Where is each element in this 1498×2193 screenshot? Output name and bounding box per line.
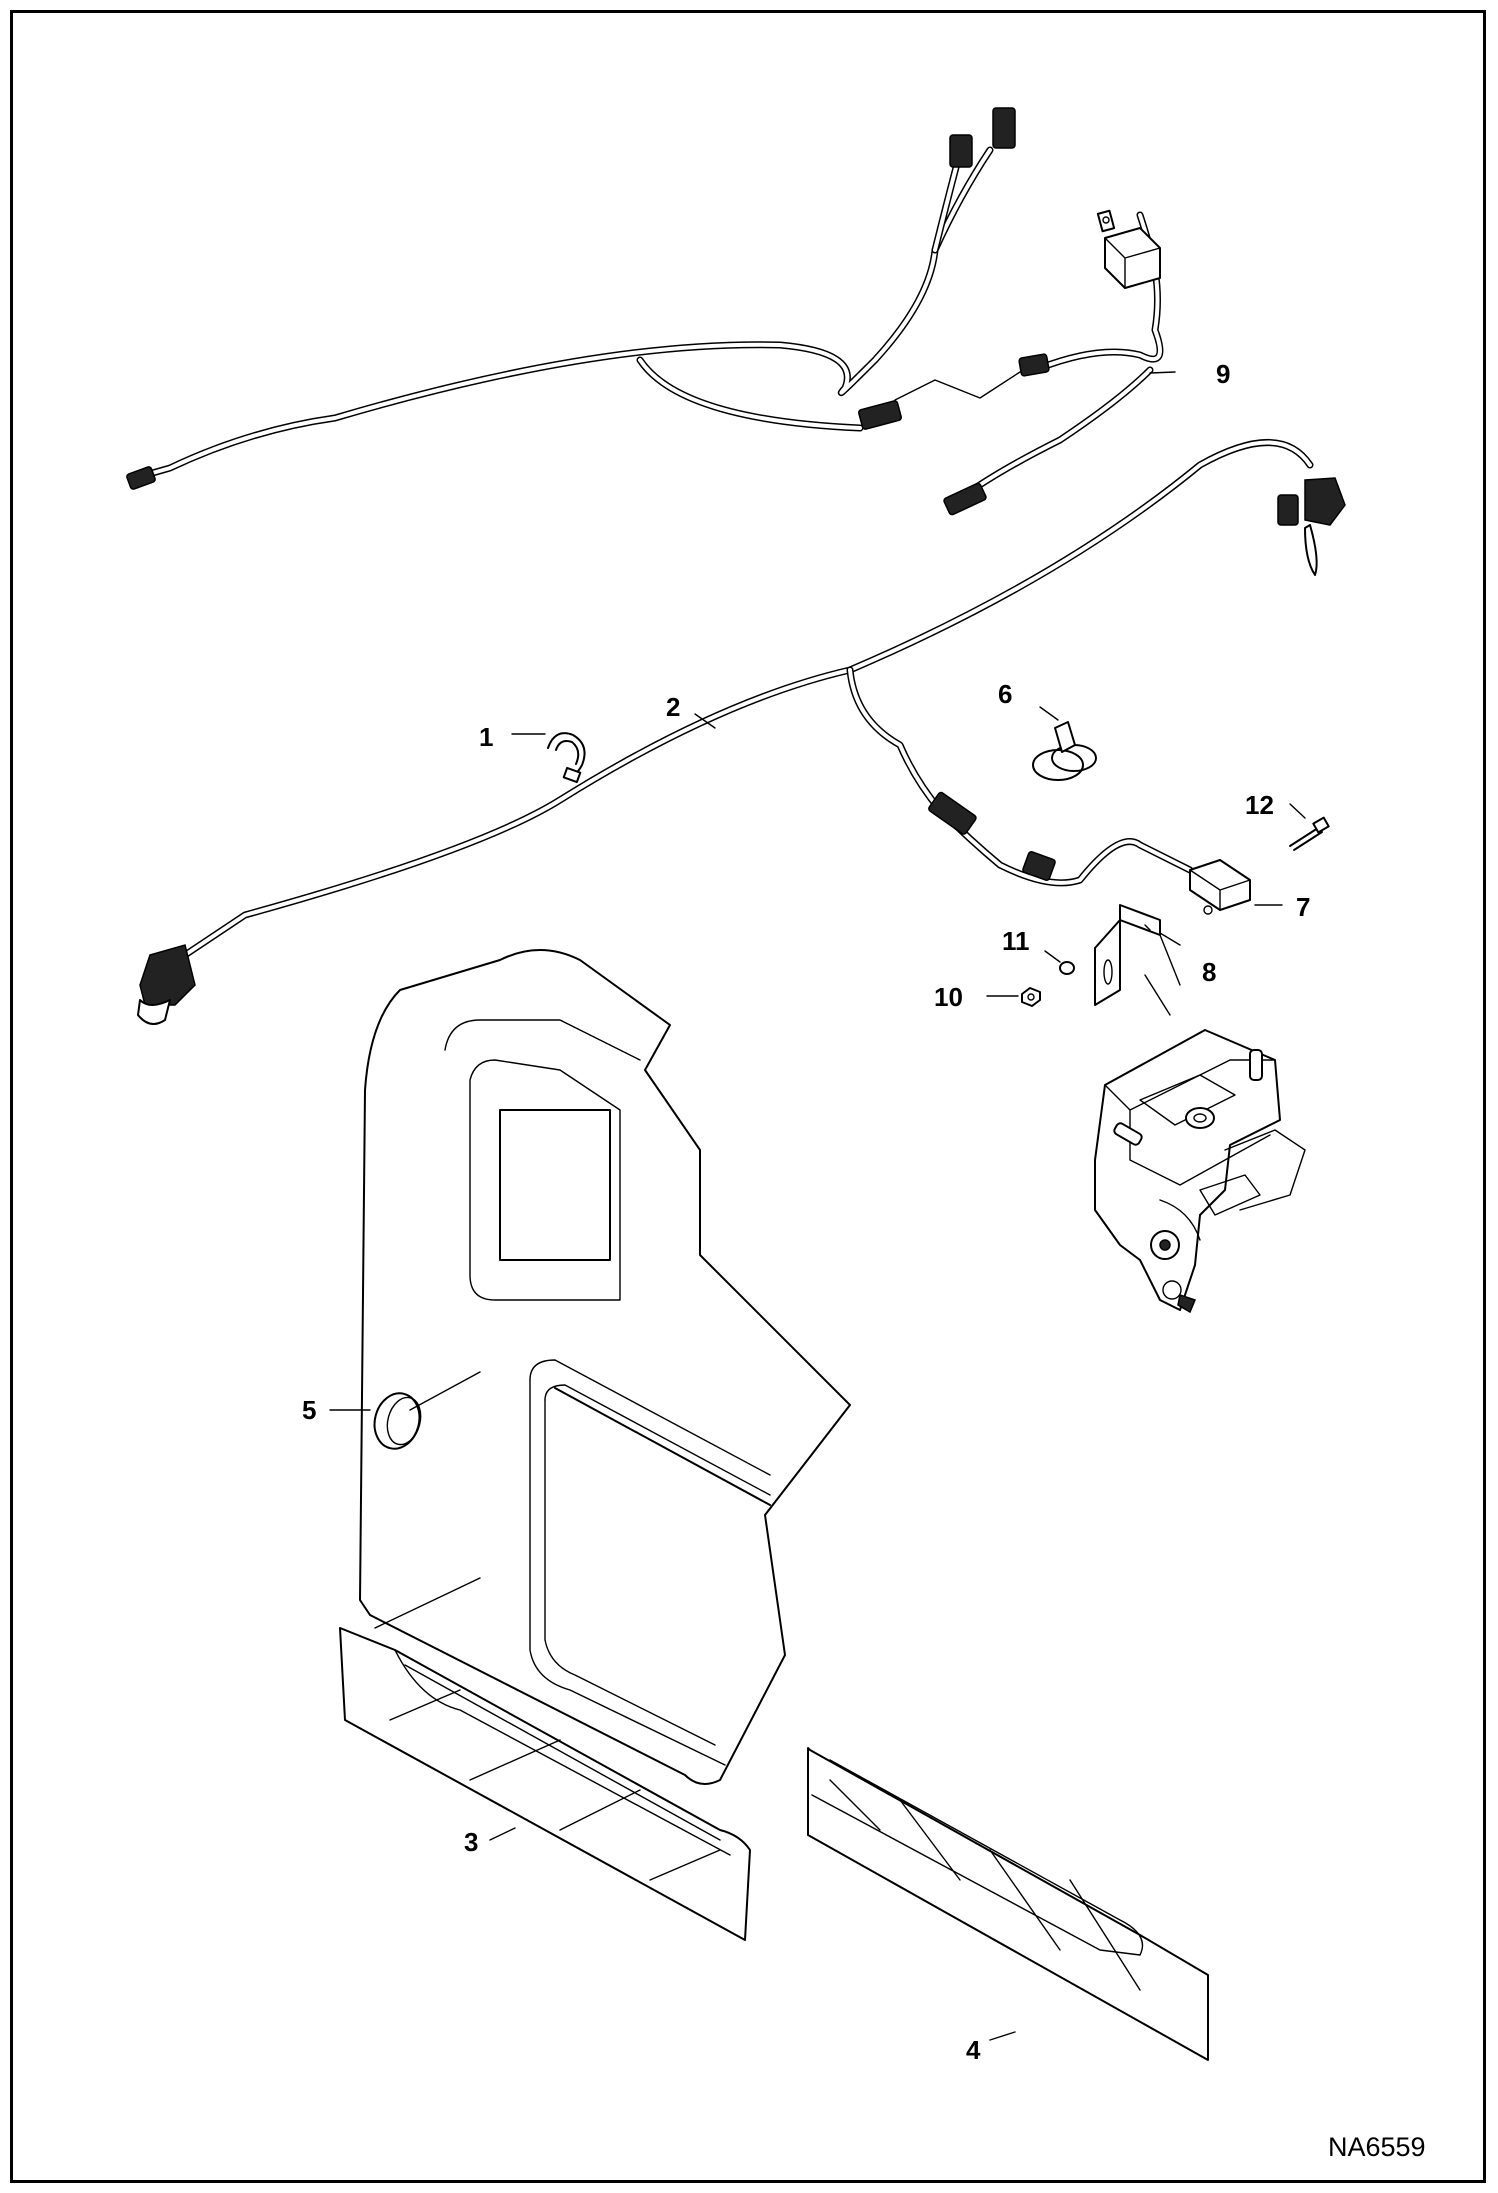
part-8-bracket <box>1094 904 1161 1006</box>
callout-10: 10 <box>934 982 963 1012</box>
door-panel <box>359 949 851 1785</box>
callout-1: 1 <box>479 722 494 752</box>
part-7-switch <box>1189 859 1251 915</box>
part-10-nut <box>1021 987 1041 1007</box>
callout-3: 3 <box>464 1827 479 1857</box>
callout-5: 5 <box>302 1395 317 1425</box>
part-6-clamp <box>1032 721 1097 781</box>
callout-6: 6 <box>998 679 1013 709</box>
callout-12: 12 <box>1245 790 1274 820</box>
part-5-plug <box>373 1392 422 1450</box>
part-11-lock-washer <box>1059 961 1075 975</box>
part-12-screw <box>1289 816 1330 851</box>
callout-8: 8 <box>1202 957 1217 987</box>
callout-4: 4 <box>966 2035 981 2065</box>
part-3-trim <box>339 1627 751 1941</box>
callout-2: 2 <box>666 692 681 722</box>
leader-lines <box>329 371 1306 2041</box>
main-wire-harness <box>137 439 1346 1025</box>
part-1-tie-strap <box>547 732 586 784</box>
part-4-trim <box>807 1747 1209 2061</box>
callout-7: 7 <box>1296 892 1311 922</box>
latch-assembly <box>1094 1029 1306 1314</box>
upper-wire-harness <box>126 107 1164 516</box>
figure-id: NA6559 <box>1328 2132 1426 2162</box>
callout-9: 9 <box>1216 359 1231 389</box>
callout-11: 11 <box>1002 926 1030 956</box>
